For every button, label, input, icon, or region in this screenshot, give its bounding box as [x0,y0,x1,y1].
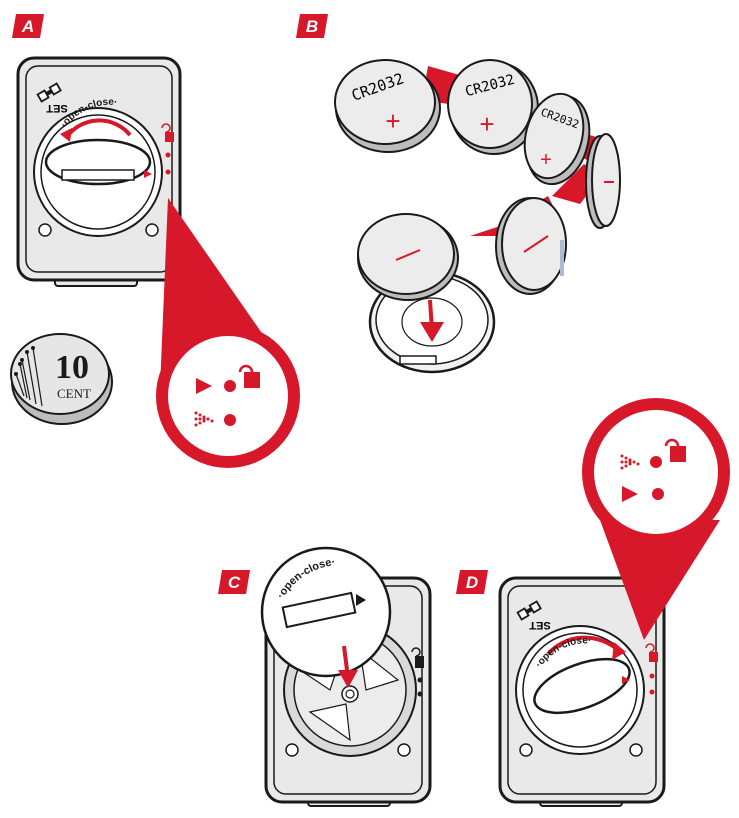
lock-symbol-icon [196,364,260,394]
set-label: SET [46,102,68,114]
battery-1-plus: + [385,106,400,136]
svg-text:C: C [228,573,241,592]
battery-cover-d: ·open-close· [515,625,645,755]
coin-value: 10 [55,349,89,386]
removed-cover-zoom: ·open-close· [260,546,392,688]
coin-unit: CENT [57,386,91,401]
lock-symbol-icon-d [622,486,664,502]
battery-2: CR2032 + [447,59,539,155]
svg-text:D: D [466,573,478,592]
battery-1: CR2032 + [334,59,441,153]
coin-icon: 10 CENT [10,333,113,425]
panel-b: B CR2032 + CR2032 + CR20 [296,14,621,374]
device-back-d: SET ·open-close· [498,576,666,807]
zoom-callout-a [156,198,300,468]
set-label-d: SET [529,619,551,631]
battery-3-plus: + [540,149,552,171]
zoom-callout-d [582,398,730,640]
panel-a: A SET ·o [10,14,300,468]
unlock-symbol-icon-d [620,438,686,470]
battery-3: CR2032 + [523,92,591,186]
svg-text:A: A [21,17,34,36]
panel-label-d: D [456,570,488,594]
unlock-symbol-icon [194,411,236,427]
battery-4 [585,133,621,229]
panel-c: C [218,546,432,807]
satellite-icon [36,82,62,103]
battery-2-plus: + [479,109,494,139]
panel-label-c: C [218,570,250,594]
battery-5 [495,197,567,295]
panel-label-a: A [12,14,44,38]
lock-markers-c [411,647,424,697]
device-back-a: SET ·open-close· [16,56,182,287]
lock-markers-d [622,643,658,695]
svg-text:B: B [306,17,318,36]
lock-markers-a [144,123,174,178]
panel-label-b: B [296,14,328,38]
battery-6-in-cover [357,213,496,374]
satellite-icon-d [516,600,542,621]
panel-d: D SET ·open-close· [456,398,730,807]
